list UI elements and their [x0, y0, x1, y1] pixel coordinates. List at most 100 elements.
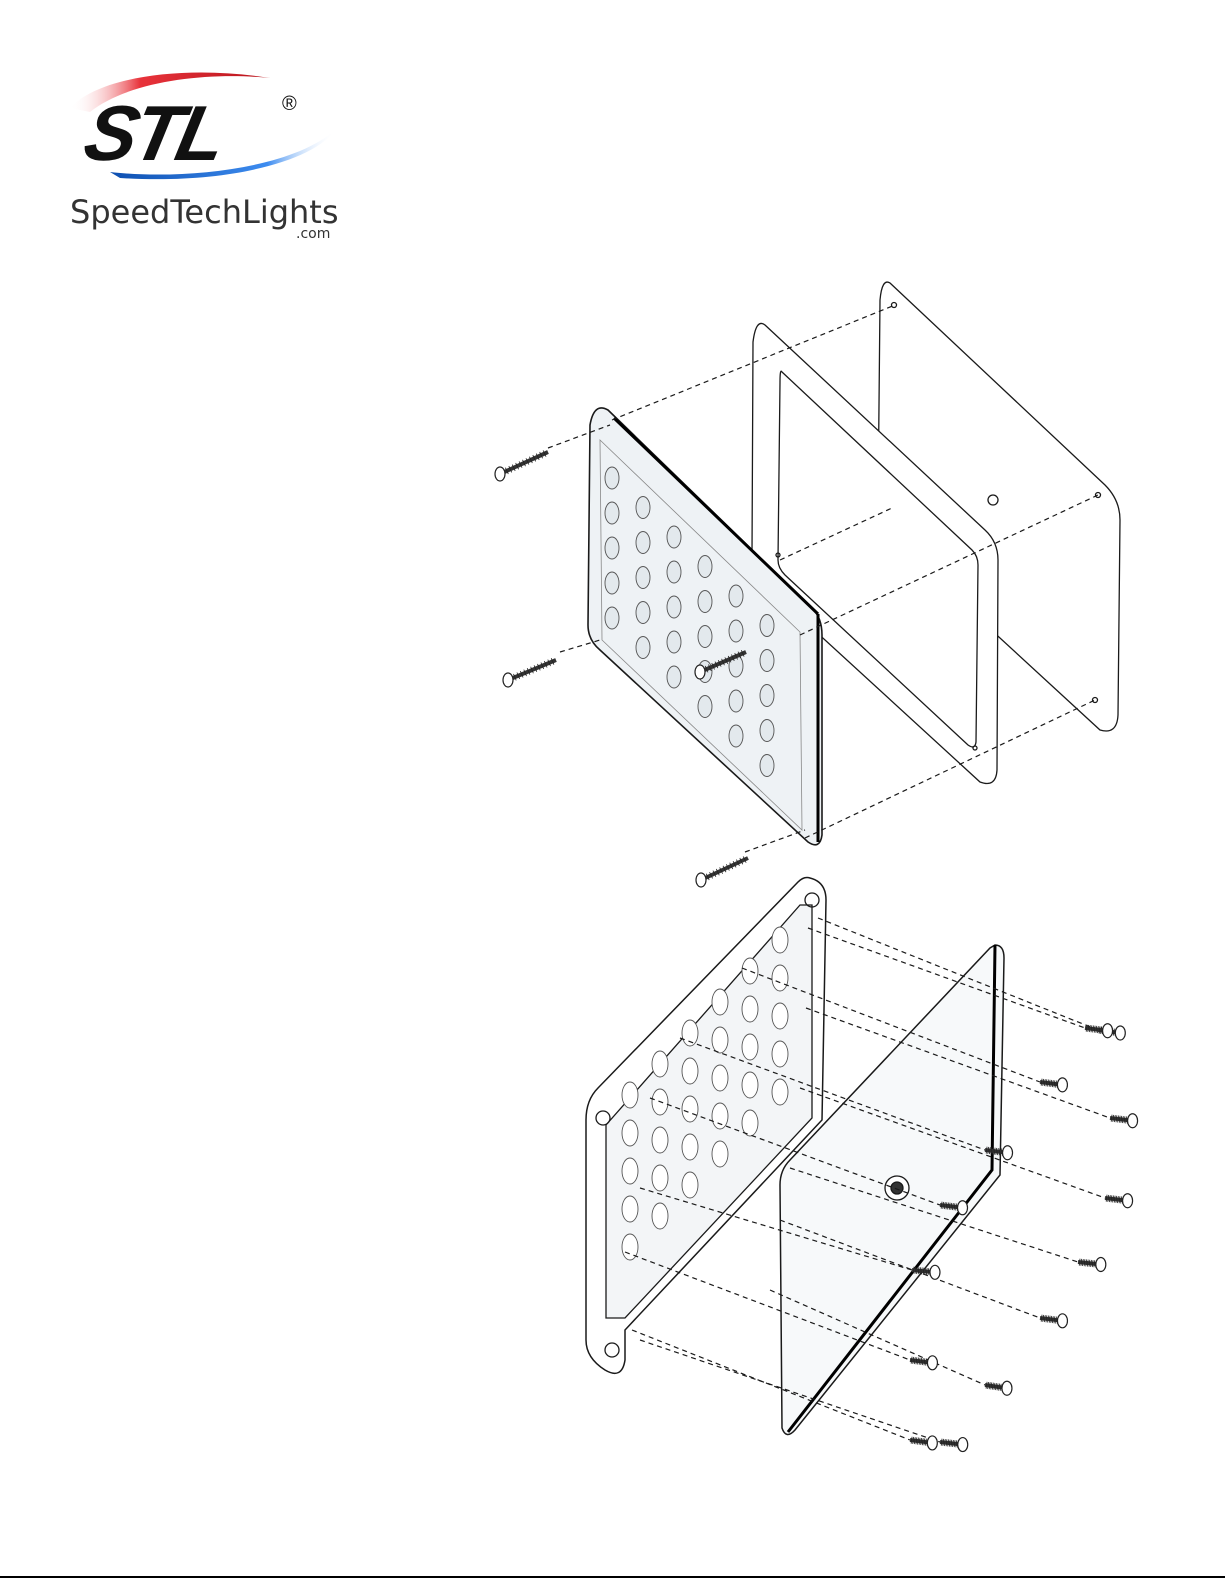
led-dome: [760, 755, 774, 777]
screw-thread: [911, 1437, 912, 1444]
screw-thread: [1079, 1259, 1080, 1266]
screw: [696, 856, 748, 887]
screw-thread: [948, 1439, 949, 1446]
screw: [495, 450, 548, 481]
screw-head: [927, 1356, 937, 1370]
screw-thread: [916, 1357, 917, 1364]
screw-thread: [924, 1438, 925, 1445]
screw-thread: [1044, 1079, 1045, 1086]
screw-thread: [1051, 1080, 1052, 1087]
led-dome: [652, 1165, 668, 1191]
screw-thread: [1117, 1196, 1118, 1203]
led-dome: [652, 1051, 668, 1077]
led-dome: [712, 1141, 728, 1167]
screw-thread: [989, 1382, 990, 1389]
screw-head: [503, 673, 513, 687]
screw-thread: [1041, 1315, 1042, 1322]
led-dome: [712, 1027, 728, 1053]
led-dome: [742, 958, 758, 984]
led-dome: [667, 596, 681, 618]
led-dome: [605, 467, 619, 489]
screw-head: [958, 1438, 968, 1452]
led-dome: [698, 591, 712, 613]
led-dome: [712, 1065, 728, 1091]
screw-thread: [997, 1383, 998, 1390]
led-dome: [605, 502, 619, 524]
screw-thread: [988, 1382, 989, 1389]
led-dome: [667, 526, 681, 548]
led-dome: [605, 572, 619, 594]
led-dome: [729, 620, 743, 642]
led-dome: [622, 1082, 638, 1108]
screw-head: [1003, 1146, 1013, 1160]
screw-thread: [922, 1438, 923, 1445]
led-dome: [636, 637, 650, 659]
led-dome: [636, 567, 650, 589]
led-dome: [772, 1003, 788, 1029]
led-dome: [712, 989, 728, 1015]
screw-head: [1096, 1257, 1106, 1271]
screw: [1040, 1078, 1067, 1092]
screw-thread: [1121, 1116, 1122, 1123]
screw-thread: [1054, 1316, 1055, 1323]
screw-thread: [1094, 1026, 1095, 1033]
screw-thread: [991, 1382, 992, 1389]
screw-thread: [1052, 1080, 1053, 1087]
screw-thread: [1044, 1315, 1045, 1322]
screw: [1105, 1194, 1133, 1208]
screw-head: [930, 1265, 940, 1279]
led-dome: [652, 1203, 668, 1229]
screw-thread: [943, 1439, 944, 1446]
screw-thread: [926, 1359, 927, 1366]
screw-thread: [953, 1440, 954, 1447]
led-dome: [760, 615, 774, 637]
screw-head: [1002, 1381, 1012, 1395]
led-dome: [772, 927, 788, 953]
led-dome: [729, 725, 743, 747]
screw-thread: [1096, 1026, 1097, 1033]
led-dome: [682, 1172, 698, 1198]
screw-thread: [919, 1358, 920, 1365]
screw-thread: [995, 1383, 996, 1390]
screw-thread: [1116, 1115, 1117, 1122]
screw: [910, 1436, 937, 1450]
led-dome: [622, 1196, 638, 1222]
led-dome: [742, 996, 758, 1022]
screw-thread: [944, 1439, 945, 1446]
screw: [940, 1438, 968, 1452]
led-dome: [622, 1158, 638, 1184]
screw: [910, 1356, 937, 1370]
screw-thread: [1086, 1259, 1087, 1266]
led-dome: [667, 666, 681, 688]
screw-thread: [994, 1383, 995, 1390]
led-dome: [667, 631, 681, 653]
screw-thread: [956, 1440, 957, 1447]
screw-thread: [916, 1437, 917, 1444]
screw-thread: [918, 1438, 919, 1445]
screw: [1040, 1314, 1067, 1328]
screw-thread: [925, 1439, 926, 1446]
led-dome: [698, 556, 712, 578]
screw-thread: [951, 1440, 952, 1447]
screw-thread: [1111, 1115, 1112, 1122]
screw-thread: [1119, 1116, 1120, 1123]
screw-thread: [918, 1358, 919, 1365]
screw-thread: [1113, 1029, 1114, 1036]
screw-thread: [949, 1440, 950, 1447]
screw-thread: [1119, 1196, 1120, 1203]
screw-thread: [1056, 1317, 1057, 1324]
screw-head: [495, 467, 505, 481]
screw-thread: [919, 1438, 920, 1445]
led-dome: [605, 537, 619, 559]
screw-thread: [1043, 1079, 1044, 1086]
screw-thread: [1089, 1260, 1090, 1267]
led-dome: [760, 720, 774, 742]
led-dome: [742, 1034, 758, 1060]
screw-thread: [1000, 1384, 1001, 1391]
screw-head: [695, 665, 705, 679]
screw-head: [1115, 1026, 1125, 1040]
screw-thread: [1094, 1260, 1095, 1267]
screw-thread: [1114, 1115, 1115, 1122]
screw-thread: [1091, 1260, 1092, 1267]
